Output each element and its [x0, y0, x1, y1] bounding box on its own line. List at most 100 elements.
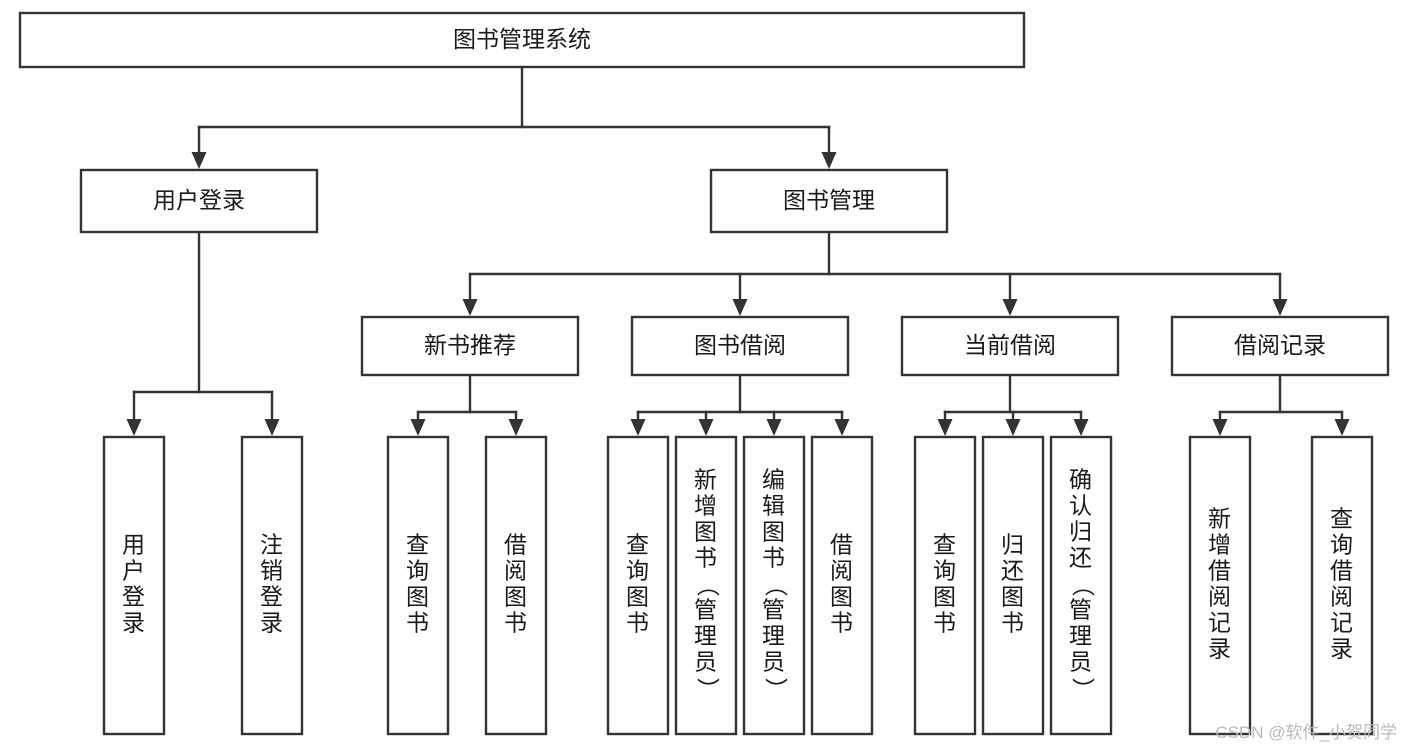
node-label-char: 编	[762, 467, 786, 493]
node-label-char: 销	[260, 558, 284, 584]
node-label-char: 员	[1069, 649, 1093, 675]
node-label-char: 借	[1208, 558, 1232, 584]
node-box	[981, 435, 1045, 736]
node-user-login[interactable]: 用户登录	[79, 168, 319, 234]
node-label-char: 新	[1208, 506, 1232, 532]
node-box	[386, 435, 450, 736]
node-label-char: 登	[122, 584, 146, 610]
arrow-head	[630, 419, 646, 436]
arrow-head	[264, 419, 280, 436]
node-label-char: 查	[626, 532, 650, 558]
node-label-char: 借	[830, 532, 854, 558]
node-label: 图书管理系统	[453, 26, 591, 52]
node-label-char: 增	[694, 493, 718, 519]
node-label-char: 员	[762, 649, 786, 675]
arrow-head	[126, 419, 142, 436]
arrow-head	[698, 419, 714, 436]
node-label-char: 查	[1330, 506, 1354, 532]
node-label-char: 阅	[1330, 584, 1354, 610]
node-label: 用户登录	[153, 187, 245, 213]
node-label-char: 询	[626, 558, 650, 584]
node-label-char: 理	[762, 623, 786, 649]
node-label-char: 还	[1069, 545, 1093, 571]
arrow-head	[191, 152, 207, 169]
node-label-char: 询	[1330, 532, 1354, 558]
arrow-head	[508, 419, 524, 436]
node-label: 图书管理	[783, 187, 875, 213]
arrow-head	[834, 419, 850, 436]
node-label-char: ）	[1070, 678, 1096, 702]
node-label-char: 图	[406, 584, 430, 610]
node-box	[606, 435, 670, 736]
node-label-char: （	[763, 574, 789, 598]
node-label-char: ）	[763, 678, 789, 702]
node-label-char: 户	[122, 558, 146, 584]
node-label-char: 书	[762, 545, 786, 571]
node-label-char: （	[1070, 574, 1096, 598]
node-label: 借阅记录	[1234, 332, 1326, 358]
node-label-char: 书	[406, 610, 430, 636]
node-box	[1188, 435, 1252, 736]
node-label-char: 图	[504, 584, 528, 610]
node-label-char: 书	[504, 610, 528, 636]
node-root-root[interactable]: 图书管理系统	[18, 11, 1026, 69]
node-label-char: 图	[626, 584, 650, 610]
node-box	[913, 435, 977, 736]
node-leaf-user-login[interactable]: 用户登录	[102, 435, 166, 736]
node-label-char: 借	[504, 532, 528, 558]
node-box	[810, 435, 874, 736]
node-label-char: ）	[695, 678, 721, 702]
node-book-management[interactable]: 图书管理	[709, 168, 949, 234]
node-label-char: 图	[933, 584, 957, 610]
node-label-char: 图	[762, 519, 786, 545]
node-label-char: 询	[933, 558, 957, 584]
node-borrow-record[interactable]: 借阅记录	[1170, 315, 1390, 377]
node-label-char: 录	[122, 610, 146, 636]
connector-layer	[126, 65, 1350, 436]
node-box	[1170, 315, 1390, 377]
node-label-char: 借	[1330, 558, 1354, 584]
node-label: 图书借阅	[694, 332, 786, 358]
node-label-char: 理	[694, 623, 718, 649]
node-label-char: 记	[1208, 610, 1232, 636]
node-book-borrow[interactable]: 图书借阅	[630, 315, 850, 377]
node-box	[102, 435, 166, 736]
node-current-borrow[interactable]: 当前借阅	[900, 315, 1120, 377]
arrow-head	[1272, 299, 1288, 316]
node-label-char: 还	[1001, 558, 1025, 584]
node-label-char: 增	[1208, 532, 1232, 558]
node-label-char: 注	[260, 532, 284, 558]
node-label-char: 管	[1069, 597, 1093, 623]
node-label-char: 阅	[830, 558, 854, 584]
arrow-head	[1334, 419, 1350, 436]
node-label-char: 管	[762, 597, 786, 623]
arrow-head	[937, 419, 953, 436]
node-label-char: 理	[1069, 623, 1093, 649]
node-label-char: 阅	[504, 558, 528, 584]
arrow-head	[410, 419, 426, 436]
node-box	[742, 435, 806, 736]
node-label-char: 辑	[762, 493, 786, 519]
arrow-head	[1002, 299, 1018, 316]
arrow-head	[766, 419, 782, 436]
node-label-char: 阅	[1208, 584, 1232, 610]
node-label-char: 询	[406, 558, 430, 584]
node-label-char: 图	[1001, 584, 1025, 610]
node-box	[484, 435, 548, 736]
arrow-head	[462, 299, 478, 316]
node-new-book-recommend[interactable]: 新书推荐	[360, 315, 580, 377]
